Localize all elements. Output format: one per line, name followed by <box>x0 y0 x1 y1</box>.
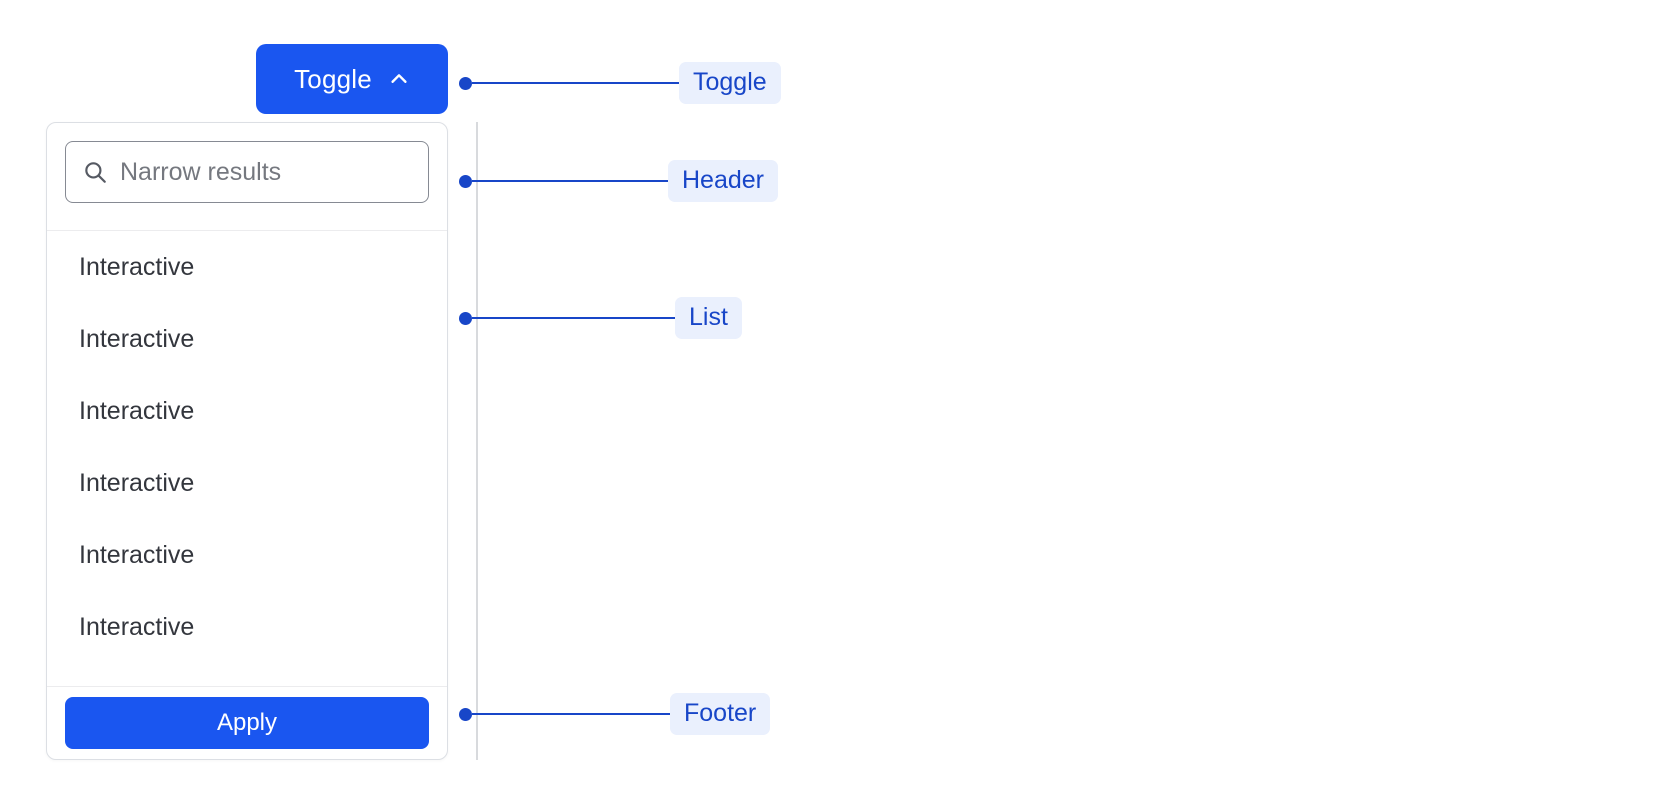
annotation-dot <box>459 174 472 188</box>
dropdown-panel: Interactive Interactive Interactive Inte… <box>46 122 448 760</box>
list-item[interactable]: Interactive <box>47 375 447 447</box>
search-icon <box>82 159 108 185</box>
list-item-label: Interactive <box>79 468 195 497</box>
search-field[interactable] <box>65 141 442 203</box>
list-item[interactable]: Interactive <box>47 447 447 519</box>
list-item-label: Interactive <box>79 252 195 281</box>
list-item[interactable]: Interactive <box>47 519 447 591</box>
annotation-dot <box>459 76 472 90</box>
list-item[interactable]: Interactive <box>47 303 447 375</box>
dropdown-list[interactable]: Interactive Interactive Interactive Inte… <box>47 231 447 687</box>
toggle-button-label: Toggle <box>294 63 372 94</box>
annotation-line <box>472 179 668 183</box>
annotation-label: Header <box>668 160 778 202</box>
apply-button[interactable]: Apply <box>65 697 429 749</box>
annotation-line <box>472 316 675 320</box>
chevron-up-icon <box>388 68 410 90</box>
annotation-guide-line <box>476 122 478 760</box>
annotation-dot <box>459 311 472 325</box>
list-item-label: Interactive <box>79 396 195 425</box>
list-item-label: Interactive <box>79 540 195 569</box>
list-item-label: Interactive <box>79 324 195 353</box>
list-item[interactable]: Interactive <box>47 231 447 303</box>
annotation-dot <box>459 707 472 721</box>
annotation-line <box>472 81 679 85</box>
annotation-label: List <box>675 297 742 339</box>
dropdown-header <box>47 123 447 231</box>
toggle-button[interactable]: Toggle <box>256 44 448 114</box>
annotation-label: Footer <box>670 693 771 735</box>
dropdown-footer: Apply <box>47 687 447 759</box>
list-item-label: Interactive <box>79 612 195 641</box>
annotation-label: Toggle <box>679 62 781 104</box>
list-item[interactable]: Interactive <box>47 591 447 663</box>
search-input[interactable] <box>120 157 442 187</box>
annotation-line <box>472 712 670 716</box>
